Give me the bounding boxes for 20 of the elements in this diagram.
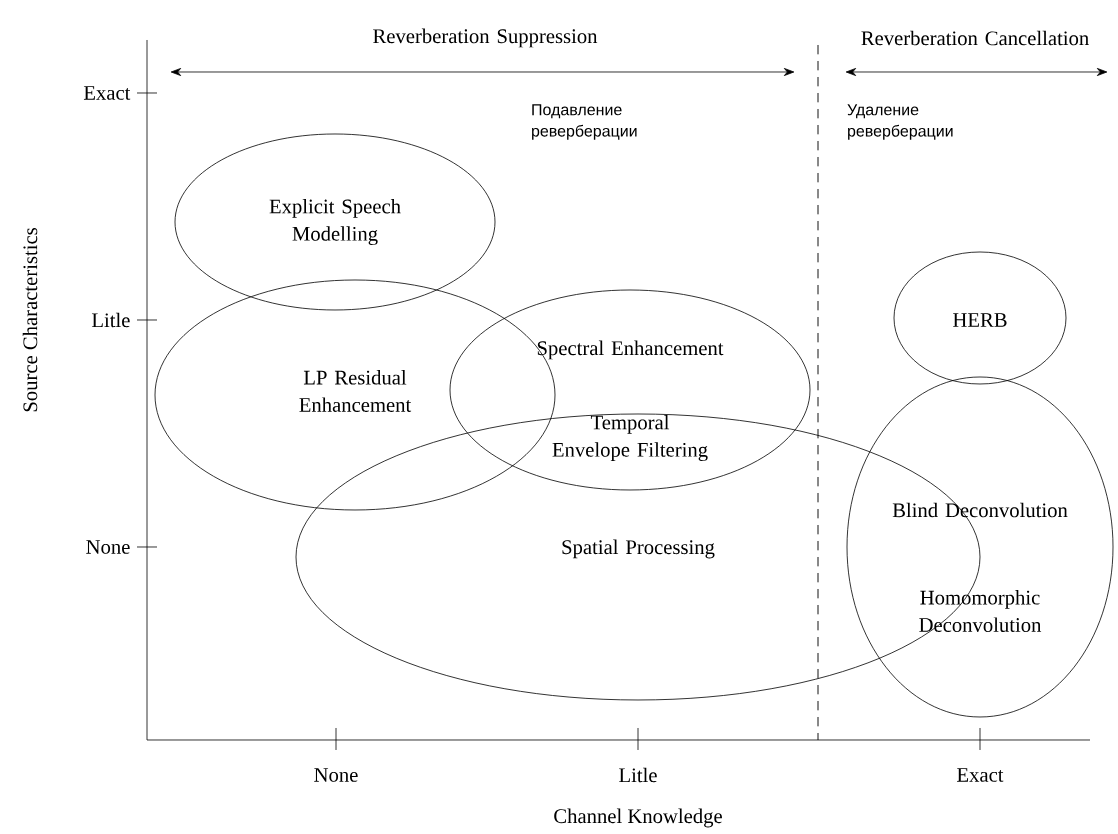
ellipse-label: LP Residual Enhancement	[299, 370, 412, 412]
tick-label: Litle	[91, 312, 130, 328]
ellipse-label: Spatial Processing	[562, 539, 715, 559]
section-heading: Reverberation Cancellation	[861, 30, 1089, 46]
tick-label: Exact	[957, 768, 1004, 782]
section-heading: Reverberation Suppression	[373, 28, 598, 48]
ellipse-label: Homomorphic Deconvolution	[919, 590, 1042, 632]
ellipse-label: Explicit Speech Modelling	[269, 198, 401, 246]
annotation-text: Удаление реверберации	[847, 104, 953, 140]
ellipse-label: Temporal Envelope Filtering	[552, 414, 708, 462]
tick-label: Exact	[83, 86, 131, 100]
tick-label: None	[86, 540, 130, 554]
tick-label: None	[314, 768, 358, 782]
annotation-text: Подавление реверберации	[532, 104, 637, 140]
ellipse-label: Blind Deconvolution	[892, 502, 1068, 518]
ellipse-label: HERB	[953, 313, 1007, 327]
axis-title: Channel Knowledge	[554, 808, 722, 828]
ellipse-label: Spectral Enhancement	[537, 340, 724, 360]
tick-label: Litle	[619, 767, 657, 783]
axis-title: Source Characteristics	[22, 228, 38, 412]
